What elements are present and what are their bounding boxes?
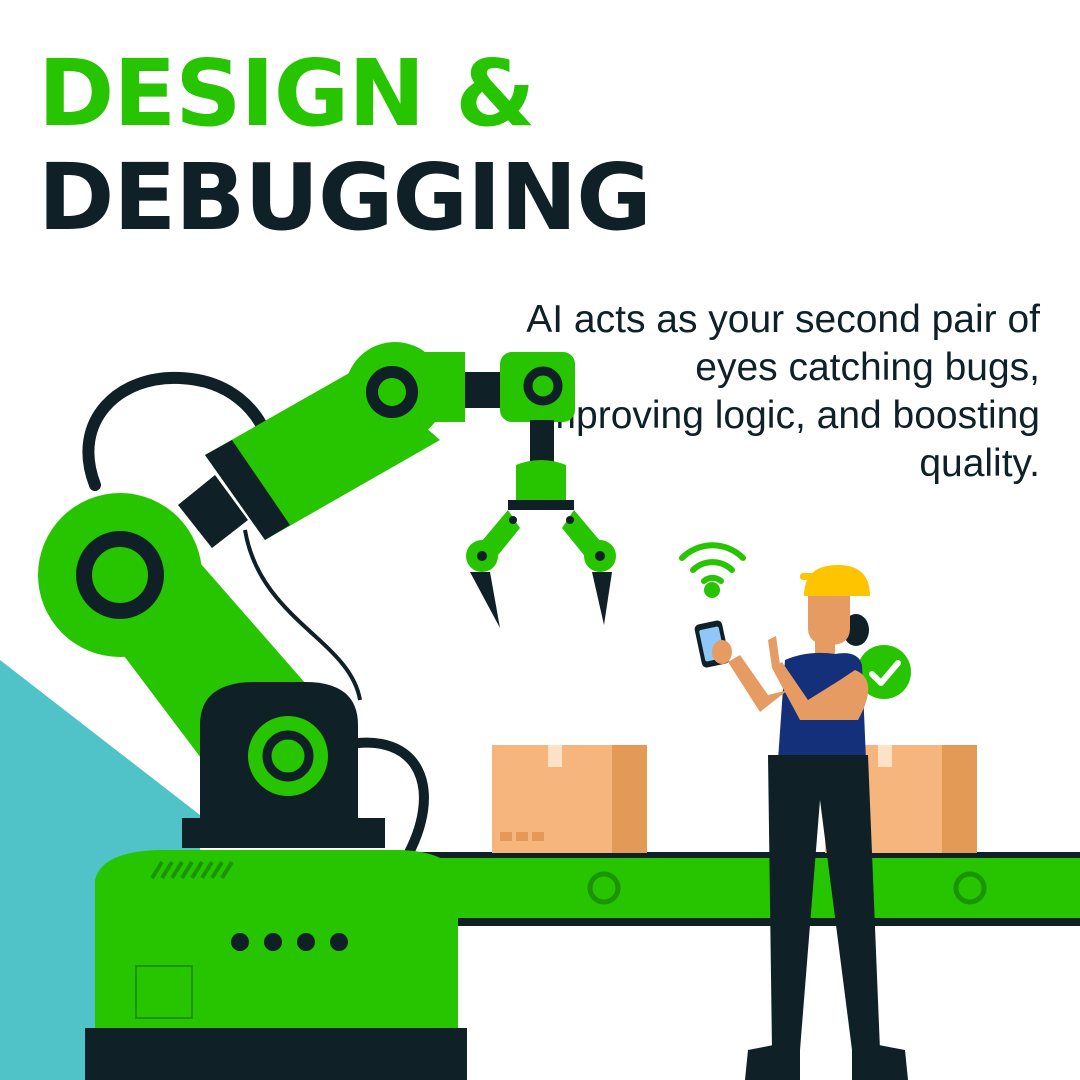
conveyor-belt	[395, 852, 1080, 926]
checkmark-badge-icon	[857, 645, 911, 699]
worker-figure	[694, 565, 911, 1080]
robot-arm	[38, 342, 616, 1080]
title-line-1: DESIGN &	[38, 40, 535, 147]
wifi-icon	[679, 542, 746, 584]
cardboard-box-left	[492, 745, 647, 853]
title-line-2: DEBUGGING	[38, 144, 652, 251]
caption-text: AI acts as your second pair of eyes catc…	[526, 298, 1040, 485]
